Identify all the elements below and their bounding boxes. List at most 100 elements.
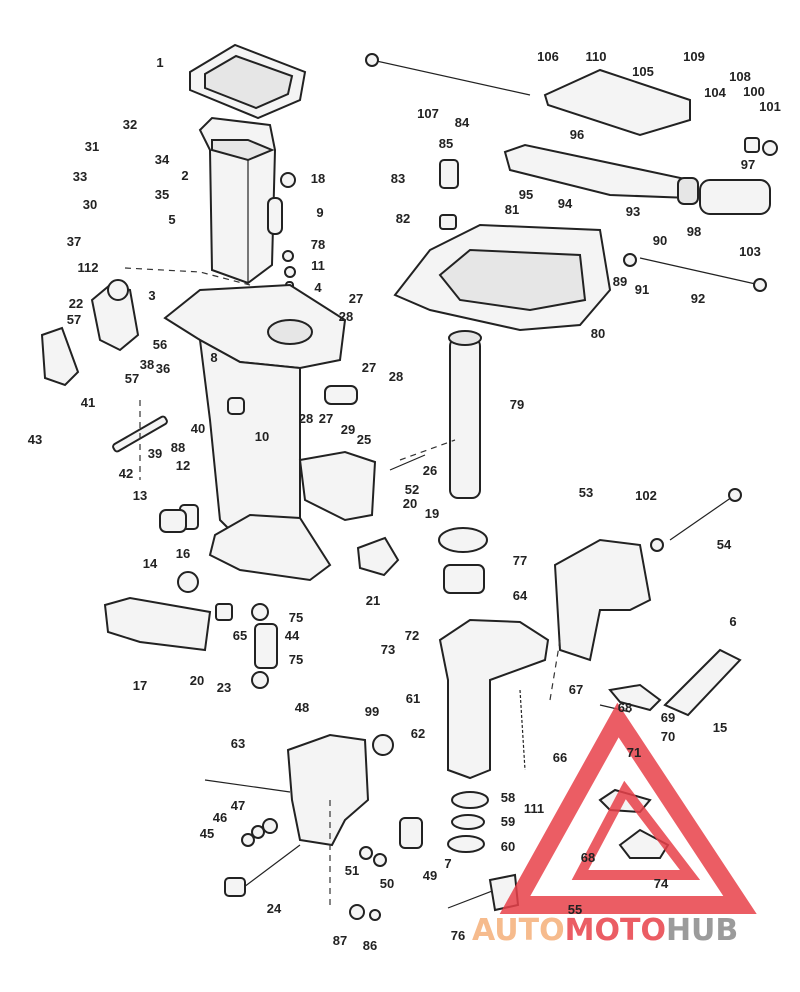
part-label-28: 28 — [339, 309, 353, 324]
part-label-27: 27 — [362, 360, 376, 375]
part-label-78: 78 — [311, 237, 325, 252]
part-label-20: 20 — [403, 496, 417, 511]
part-label-88: 88 — [171, 440, 185, 455]
part-label-57: 57 — [125, 371, 139, 386]
part-label-92: 92 — [691, 291, 705, 306]
part-label-32: 32 — [123, 117, 137, 132]
part-label-6: 6 — [729, 614, 736, 629]
part-label-30: 30 — [83, 197, 97, 212]
part-label-64: 64 — [513, 588, 528, 603]
part-label-25: 25 — [357, 432, 371, 447]
part-label-86: 86 — [363, 938, 377, 953]
watermark: AUTOMOTOHUB — [472, 702, 757, 948]
part-label-31: 31 — [85, 139, 99, 154]
part-label-93: 93 — [626, 204, 640, 219]
part-label-71: 71 — [627, 745, 641, 760]
part-label-38: 38 — [140, 357, 154, 372]
part-label-87: 87 — [333, 933, 347, 948]
part-label-4: 4 — [314, 280, 322, 295]
part-label-36: 36 — [156, 361, 170, 376]
part-label-34: 34 — [155, 152, 170, 167]
part-label-81: 81 — [505, 202, 519, 217]
part-label-40: 40 — [191, 421, 205, 436]
part-label-5: 5 — [168, 212, 175, 227]
part-label-67: 67 — [569, 682, 583, 697]
part-label-18: 18 — [311, 171, 325, 186]
part-label-111: 111 — [524, 801, 544, 816]
part-label-10: 10 — [255, 429, 269, 444]
part-label-28: 28 — [389, 369, 403, 384]
part-label-21: 21 — [366, 593, 380, 608]
part-label-27: 27 — [349, 291, 363, 306]
part-label-54: 54 — [717, 537, 732, 552]
part-label-68: 68 — [581, 850, 595, 865]
part-label-106: 106 — [537, 49, 559, 64]
part-label-56: 56 — [153, 337, 167, 352]
watermark-triangle-icon — [499, 702, 757, 914]
part-label-7: 7 — [444, 856, 451, 871]
part-label-65: 65 — [233, 628, 247, 643]
watermark-part-auto: AUTO — [472, 913, 565, 948]
part-label-9: 9 — [316, 205, 323, 220]
part-label-105: 105 — [632, 64, 654, 79]
part-label-112: 112 — [78, 260, 99, 275]
part-label-60: 60 — [501, 839, 515, 854]
part-label-69: 69 — [661, 710, 675, 725]
part-label-73: 73 — [381, 642, 395, 657]
part-label-8: 8 — [210, 350, 217, 365]
part-label-75: 75 — [289, 652, 303, 667]
part-label-29: 29 — [341, 422, 355, 437]
part-label-43: 43 — [28, 432, 42, 447]
part-label-33: 33 — [73, 169, 87, 184]
part-label-75: 75 — [289, 610, 303, 625]
part-label-104: 104 — [704, 85, 726, 100]
part-label-2: 2 — [181, 168, 188, 183]
part-label-62: 62 — [411, 726, 425, 741]
part-label-13: 13 — [133, 488, 147, 503]
part-label-57: 57 — [67, 312, 81, 327]
part-label-35: 35 — [155, 187, 169, 202]
part-drawings — [40, 43, 778, 921]
part-label-100: 100 — [743, 84, 765, 99]
part-label-27: 27 — [319, 411, 333, 426]
part-label-17: 17 — [133, 678, 147, 693]
part-label-61: 61 — [406, 691, 420, 706]
part-label-55: 55 — [568, 902, 582, 917]
part-label-102: 102 — [635, 488, 657, 503]
part-label-37: 37 — [67, 234, 81, 249]
part-label-103: 103 — [739, 244, 761, 259]
part-label-15: 15 — [713, 720, 727, 735]
part-label-70: 70 — [661, 729, 675, 744]
part-label-82: 82 — [396, 211, 410, 226]
part-label-49: 49 — [423, 868, 437, 883]
part-label-3: 3 — [148, 288, 155, 303]
part-label-46: 46 — [213, 810, 227, 825]
part-label-68: 68 — [618, 700, 632, 715]
part-label-108: 108 — [729, 69, 751, 84]
part-label-20: 20 — [190, 673, 204, 688]
part-label-89: 89 — [613, 274, 627, 289]
part-label-47: 47 — [231, 798, 245, 813]
part-label-91: 91 — [635, 282, 649, 297]
part-label-52: 52 — [405, 482, 419, 497]
part-label-26: 26 — [423, 463, 437, 478]
part-label-53: 53 — [579, 485, 593, 500]
watermark-part-hub: HUB — [666, 913, 738, 948]
part-label-109: 109 — [683, 49, 705, 64]
part-label-51: 51 — [345, 863, 359, 878]
part-label-66: 66 — [553, 750, 567, 765]
part-label-22: 22 — [69, 296, 83, 311]
part-label-72: 72 — [405, 628, 419, 643]
part-label-99: 99 — [365, 704, 379, 719]
part-label-14: 14 — [143, 556, 158, 571]
part-label-76: 76 — [451, 928, 465, 943]
part-label-23: 23 — [217, 680, 231, 695]
part-label-12: 12 — [176, 458, 190, 473]
part-label-94: 94 — [558, 196, 573, 211]
part-label-1: 1 — [156, 55, 163, 70]
part-label-39: 39 — [148, 446, 162, 461]
part-label-44: 44 — [285, 628, 300, 643]
part-label-95: 95 — [519, 187, 533, 202]
part-label-80: 80 — [591, 326, 605, 341]
